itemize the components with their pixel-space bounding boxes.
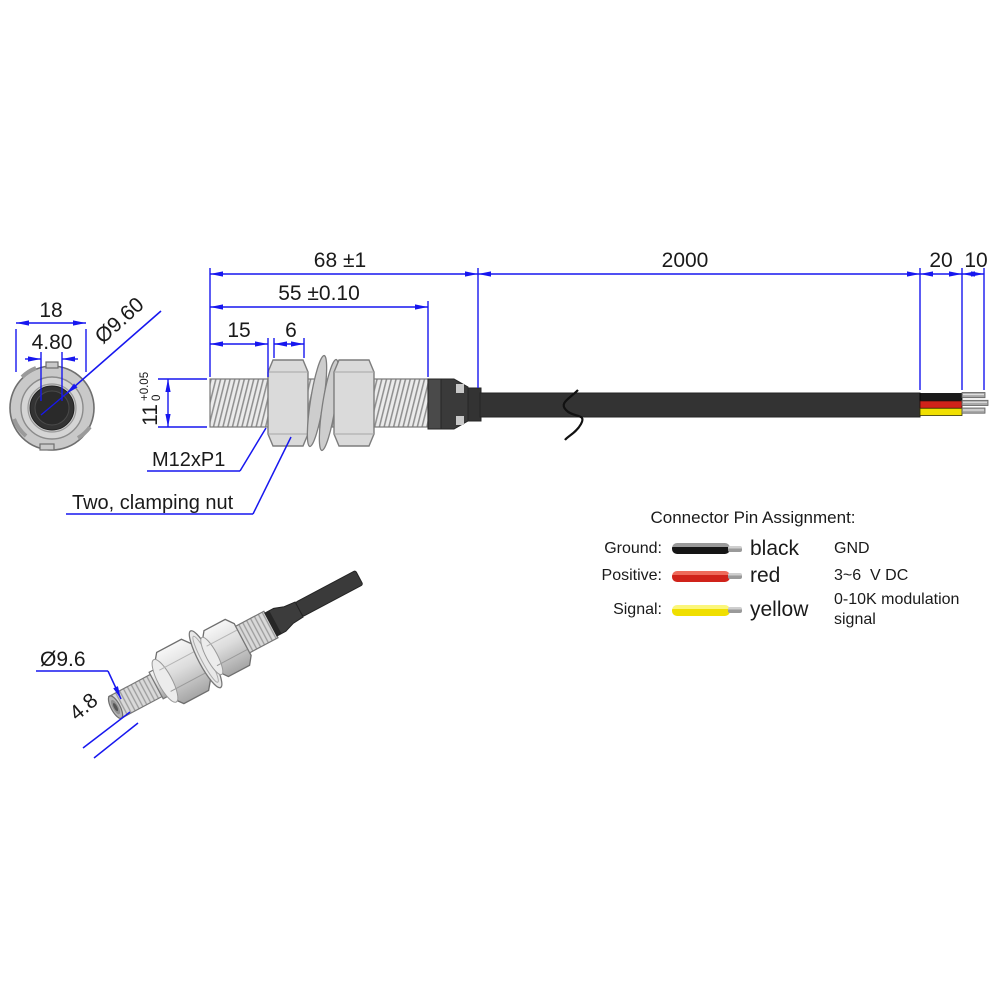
wire-body (672, 570, 730, 582)
pin-row-ground: Ground: black GND (568, 535, 998, 563)
connector-slit (456, 384, 464, 393)
dim-bare-length: 10 (964, 249, 987, 272)
front-dim-960: Ø9.60 (91, 293, 149, 348)
pin-description: 0-10K modulation signal (834, 591, 964, 628)
front-core-circle (34, 390, 70, 426)
front-top-tab (45, 361, 59, 369)
cable-connector (427, 378, 482, 430)
clamping-nut-label: Two, clamping nut (72, 492, 234, 514)
wire-stub (728, 607, 742, 613)
thread-spec-label: M12xP1 (152, 449, 225, 471)
front-bottom-tab (39, 443, 55, 451)
iso-dia-leader (36, 670, 122, 700)
dim-barrel-tol-plus: +0.05 (139, 372, 151, 401)
connector-slit (456, 416, 464, 425)
front-dim-18: 18 (39, 299, 62, 322)
iso-sensor-body (107, 570, 363, 720)
dim-nut-width: 6 (285, 319, 297, 342)
dim-barrel-tol-minus: 0 (151, 395, 163, 401)
front-chamfer-chip (76, 425, 92, 440)
clamping-nut-2 (333, 359, 375, 447)
front-view: 18 4.80 Ø9.60 (9, 293, 162, 451)
front-chamfer-chip (12, 418, 28, 438)
wire-black-segment (919, 393, 963, 402)
pin-row-signal: Signal: yellow 0-10K modulation signal (568, 590, 998, 630)
pin-label: Ground: (604, 539, 662, 557)
wire-body (672, 604, 730, 616)
pin-row-positive: Positive: red 3~6 V DC (568, 563, 998, 591)
dimension-lines (165, 271, 984, 427)
clamping-nut-leader (66, 436, 292, 515)
cable-break-symbol (562, 389, 584, 441)
iso-view: Ø9.6 4.8 (36, 570, 363, 759)
iso-core-label: 4.8 (65, 689, 102, 725)
iso-cable (295, 570, 363, 617)
iso-nut2-facet (216, 648, 249, 667)
wire-body (672, 543, 730, 555)
dim-body-length: 55 ±0.10 (278, 282, 360, 305)
dim-tip-length: 15 (227, 319, 250, 342)
front-dia-leader-tail (40, 393, 67, 416)
stripped-wires (919, 393, 963, 416)
bare-wire-tips (961, 392, 989, 414)
pin-assignment-block: Connector Pin Assignment: Ground: black … (568, 508, 998, 630)
yellow-wire-icon (672, 604, 750, 616)
front-dim-18-lines (15, 320, 87, 372)
pin-description: GND (834, 539, 870, 557)
pin-label: Signal: (613, 601, 662, 618)
thread-spec-leader (147, 427, 267, 472)
pin-label: Positive: (601, 567, 662, 585)
wire-color-name: yellow (750, 598, 809, 621)
wire-stub (728, 545, 742, 552)
dim-cable-length: 2000 (662, 249, 709, 272)
iso-tip-core (112, 703, 119, 712)
black-wire-icon (672, 543, 750, 555)
iso-nut1-facet (159, 650, 196, 671)
dim-overall-length: 68 ±1 (314, 249, 366, 272)
dim-stripped-length: 20 (929, 249, 952, 272)
iso-nut1-facet (170, 671, 208, 692)
cable-body (479, 392, 921, 418)
iso-nut2-facet (206, 629, 238, 647)
front-dia-label-group: Ø9.60 (91, 293, 149, 348)
wire-stub (728, 573, 742, 580)
wire-color-name: black (750, 536, 800, 560)
wire-yellow-segment (919, 407, 963, 416)
front-dim-480: 4.80 (32, 331, 73, 354)
front-dim-480-lines (25, 352, 78, 401)
wire-red-segment (919, 400, 963, 409)
dim-barrel-diameter: 11 (139, 404, 162, 426)
iso-connector-band (264, 610, 282, 636)
side-view: 68 ±1 55 ±0.10 15 6 2000 20 10 11 +0.05 … (66, 249, 989, 515)
iso-core-leaders (82, 711, 139, 759)
front-dia-leader (65, 310, 162, 395)
clamping-nut-1 (267, 359, 309, 447)
dim-barrel-diameter-group: 11 +0.05 0 (139, 372, 163, 426)
iso-dia-label: Ø9.6 (40, 648, 86, 671)
iso-core-label-group: 4.8 (65, 689, 102, 725)
front-chamfer-chip (20, 366, 37, 379)
wire-color-name: red (750, 564, 781, 588)
extension-lines (158, 268, 985, 428)
pin-description: 3~6 V DC (834, 567, 909, 585)
red-wire-icon (672, 570, 750, 582)
pin-assignment-title: Connector Pin Assignment: (650, 508, 856, 527)
